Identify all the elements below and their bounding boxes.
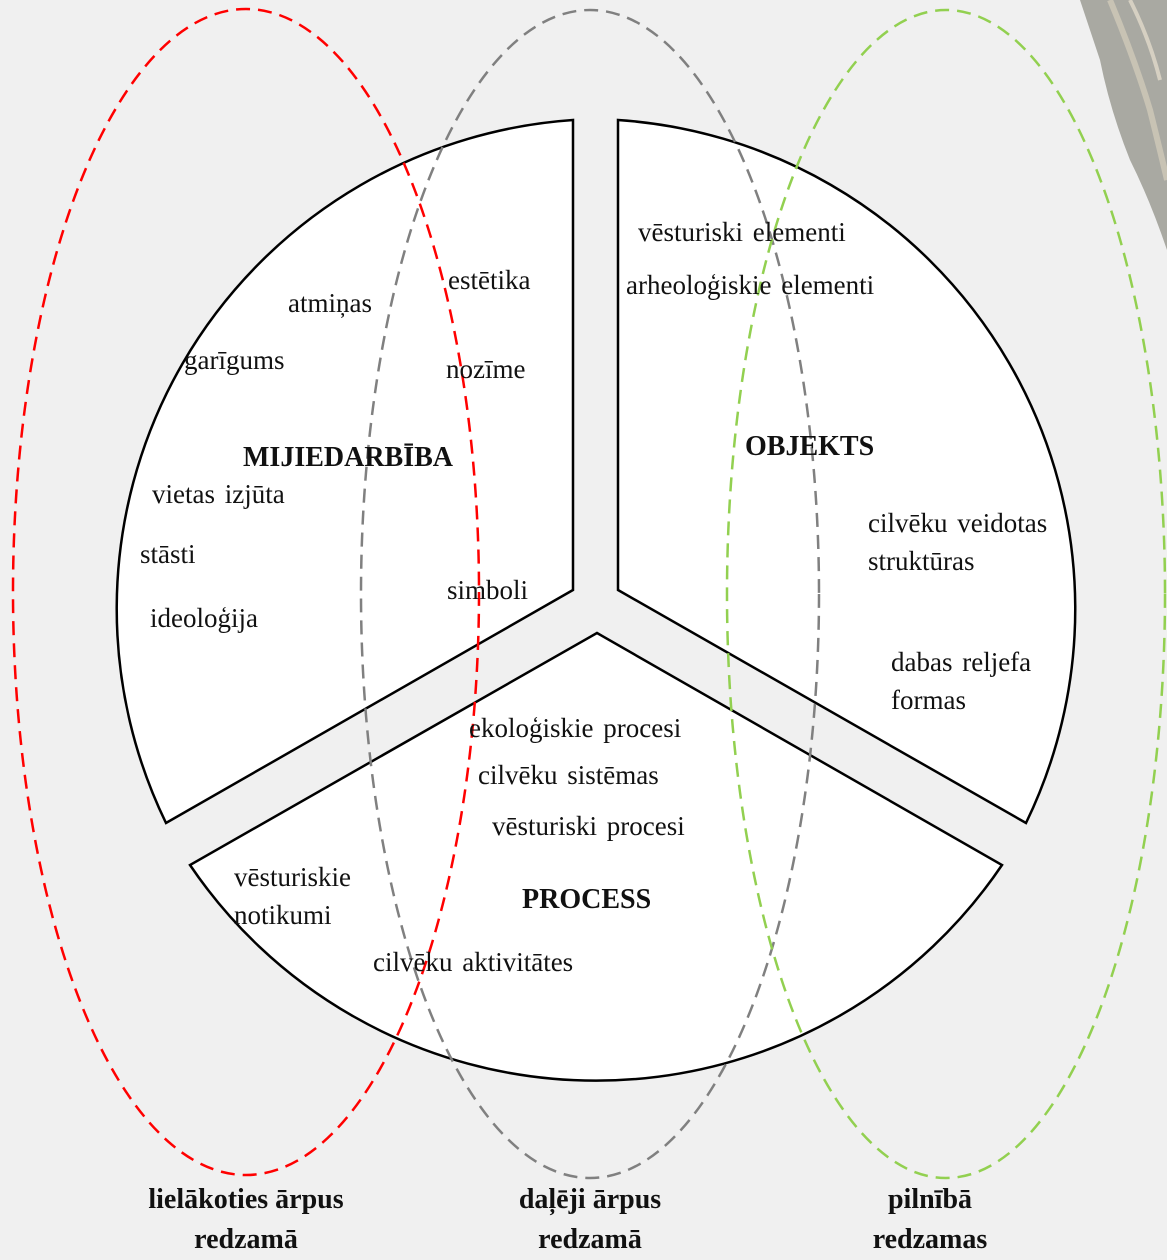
term-ekologiskie-procesi: ekoloģiskie procesi	[469, 713, 682, 743]
sector-process	[188, 631, 1004, 1082]
term-vietas-izjuta: vietas izjūta	[152, 479, 285, 509]
label-ellipse-right: pilnībā redzamas	[872, 1184, 988, 1255]
term-garigums: garīgums	[184, 345, 285, 375]
term-stasti: stāsti	[140, 539, 196, 569]
sector-objekts	[616, 118, 1077, 825]
title-mijiedarbiba: MIJIEDARBĪBA	[243, 442, 454, 473]
term-cilveku-sistemas: cilvēku sistēmas	[478, 760, 659, 790]
term-arheologiskie-elementi: arheoloģiskie elementi	[626, 270, 875, 300]
term-ideologija: ideoloģija	[150, 603, 258, 633]
term-vesturiski-elementi: vēsturiski elementi	[638, 217, 846, 247]
term-nozime: nozīme	[446, 354, 526, 384]
ellipse-middle	[359, 8, 821, 1180]
term-cilveku-aktivitates: cilvēku aktivitātes	[373, 947, 574, 977]
term-vesturiski-procesi: vēsturiski procesi	[492, 811, 685, 841]
term-simboli: simboli	[447, 575, 529, 605]
term-estetika: estētika	[448, 265, 531, 295]
label-ellipse-left: lielākoties ārpus redzamā	[148, 1184, 344, 1255]
term-dabas-reljefa-formas: dabas reljefa formas	[891, 647, 1032, 715]
corner-photo	[1080, 0, 1167, 250]
title-objekts: OBJEKTS	[745, 431, 875, 462]
sector-mijiedarbiba	[115, 118, 575, 825]
label-ellipse-middle: daļēji ārpus redzamā	[518, 1184, 662, 1255]
term-atminas: atmiņas	[288, 288, 372, 318]
term-vesturiskie-notikumi: vēsturiskie notikumi	[234, 862, 351, 930]
title-process: PROCESS	[522, 884, 652, 915]
term-cilveku-veidotas-strukturas: cilvēku veidotas struktūras	[868, 508, 1048, 576]
ellipse-left	[11, 7, 481, 1177]
ellipse-right	[725, 8, 1167, 1180]
